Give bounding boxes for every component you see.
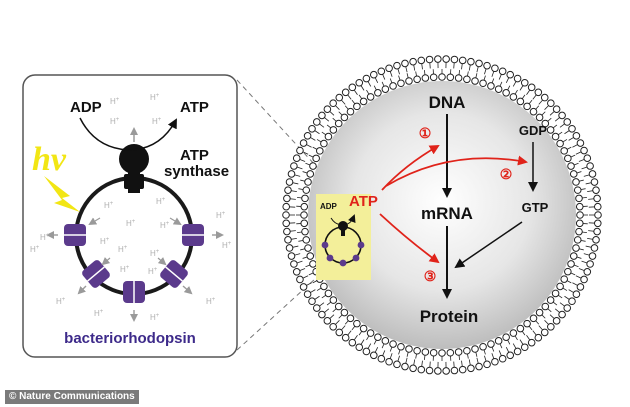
proton-labels: H+H+H+H+H+H+H+H+H+H+H+H+H+H+H+H+H+H+H+H+… [30,93,232,322]
cell-atp-label: ATP [349,193,378,210]
protein-label: Protein [420,307,479,326]
proton-label: H+ [110,97,120,106]
proton-label: H+ [104,201,114,210]
proton-label: H+ [150,249,160,258]
bacteriorhodopsin-pumps [64,224,204,303]
gtp-label: GTP [522,200,549,215]
proton-label: H+ [206,297,216,306]
zoom-line-top [236,79,339,191]
step-2-marker: ② [500,166,513,182]
proton-label: H+ [118,245,128,254]
proton-label: H+ [150,93,160,102]
atp-synthase [119,127,149,193]
pump-lower-right [160,260,188,288]
pump-right [182,224,204,246]
inset-panel [22,74,238,358]
proton-label: H+ [160,221,170,230]
credit-badge: © Nature Communications [5,390,139,404]
proton-label: H+ [120,265,130,274]
proton-label: H+ [94,309,104,318]
proton-flow-arrows [46,217,224,322]
mini-adp-label: ADP [320,202,338,211]
hv-label: hv [32,141,67,178]
inset-adp-label: ADP [70,99,102,116]
synthase-label-line2: synthase [164,163,229,180]
proton-label: H+ [216,211,226,220]
cell-interior [308,81,576,349]
pump-lower-left [82,260,110,288]
pump-bottom [123,281,145,303]
proton-label: H+ [156,197,166,206]
mini-vesicle [321,214,365,267]
atp-arrow-3 [379,213,440,264]
proton-label: H+ [148,267,158,276]
proton-label: H+ [30,245,40,254]
step-1-marker: ① [419,125,432,141]
inset-atp-label: ATP [180,99,209,116]
gdp-label: GDP [519,123,548,138]
proton-label: H+ [40,233,50,242]
synthase-label-line1: ATP [180,147,209,164]
adp-to-atp-arrow [79,117,177,151]
proton-label: H+ [100,237,110,246]
atp-arrow-2 [385,155,528,187]
proton-label: H+ [126,219,136,228]
step-3-marker: ③ [424,268,437,284]
pump-left [64,224,86,246]
zoom-line-bottom [236,257,339,351]
proton-label: H+ [150,313,160,322]
lipid-bilayer [282,55,602,375]
dna-label: DNA [429,93,466,112]
bacteriorhodopsin-label: bacteriorhodopsin [64,330,196,347]
light-bolt-icon [44,176,80,212]
proton-label: H+ [110,117,120,126]
proton-label: H+ [222,241,232,250]
mrna-label: mRNA [421,204,473,223]
proton-label: H+ [152,117,162,126]
proton-label: H+ [56,297,66,306]
gtp-to-translation-arrow [454,221,523,269]
